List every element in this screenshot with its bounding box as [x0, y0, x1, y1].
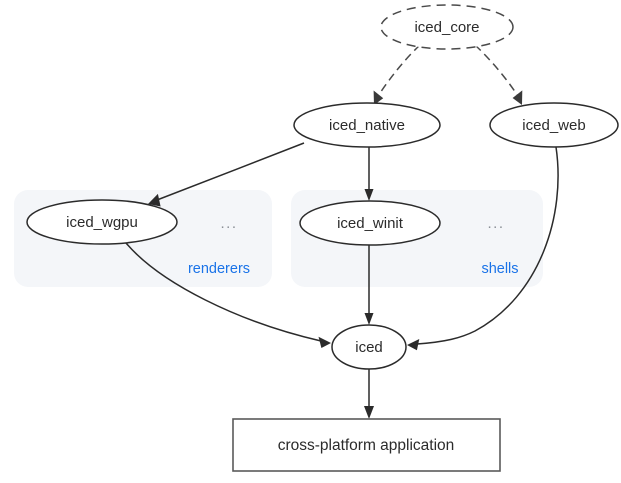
edge-iced-winit-to-iced: [364, 245, 374, 325]
node-iced-core[interactable]: iced_core: [380, 4, 514, 50]
node-app-shape[interactable]: [232, 418, 501, 472]
node-iced[interactable]: iced: [331, 324, 407, 370]
node-iced-winit[interactable]: iced_winit: [299, 200, 441, 246]
node-iced-web-shape[interactable]: [489, 102, 619, 148]
node-iced-winit-shape[interactable]: [299, 200, 441, 246]
node-iced-native-label: iced_native: [329, 117, 405, 134]
node-iced-native[interactable]: iced_native: [293, 102, 441, 148]
node-iced-winit-label: iced_winit: [337, 215, 404, 232]
node-iced-wgpu[interactable]: iced_wgpu: [26, 199, 178, 245]
node-iced-native-shape[interactable]: [293, 102, 441, 148]
cluster-shells-label: shells: [481, 261, 518, 277]
edge-iced-to-app: [364, 369, 374, 419]
arrow-head-wgpu-iced: [318, 336, 331, 348]
arrow-head-iced-app: [364, 406, 374, 419]
node-iced-web-label: iced_web: [522, 117, 585, 134]
edge-path-wgpu-iced: [125, 242, 322, 342]
node-iced-shape[interactable]: [331, 324, 407, 370]
edge-iced-native-to-iced-winit: [364, 147, 374, 201]
node-iced-wgpu-label: iced_wgpu: [66, 214, 138, 231]
node-iced-wgpu-shape[interactable]: [26, 199, 178, 245]
arrow-head-winit-iced: [364, 313, 374, 325]
arrow-head-web-iced: [407, 339, 420, 351]
edge-iced-native-to-iced-wgpu: [148, 142, 305, 207]
node-iced-core-label: iced_core: [414, 19, 479, 36]
node-iced-core-shape[interactable]: [380, 4, 514, 50]
renderers-more-indicator: ...: [220, 215, 237, 232]
arrow-head-native-winit: [364, 189, 374, 201]
node-iced-label: iced: [355, 339, 383, 356]
edge-path-web-iced: [416, 146, 559, 345]
edge-path-core-web: [474, 44, 519, 97]
edge-path-core-native: [377, 44, 421, 97]
edge-iced-core-to-iced-web: [474, 44, 523, 105]
edge-path-native-wgpu: [156, 142, 305, 201]
arrow-head-core-web: [512, 90, 523, 105]
arrow-head-native-wgpu: [148, 193, 161, 207]
edge-iced-wgpu-to-iced: [125, 242, 331, 348]
cluster-renderers-label: renderers: [188, 261, 250, 277]
node-cross-platform-application[interactable]: cross-platform application: [232, 418, 501, 472]
edge-iced-core-to-iced-native: [373, 44, 421, 105]
edge-iced-web-to-iced: [407, 146, 559, 351]
shells-more-indicator: ...: [487, 215, 504, 232]
node-app-label: cross-platform application: [278, 437, 455, 454]
arrow-head-core-native: [373, 90, 384, 105]
node-iced-web[interactable]: iced_web: [489, 102, 619, 148]
